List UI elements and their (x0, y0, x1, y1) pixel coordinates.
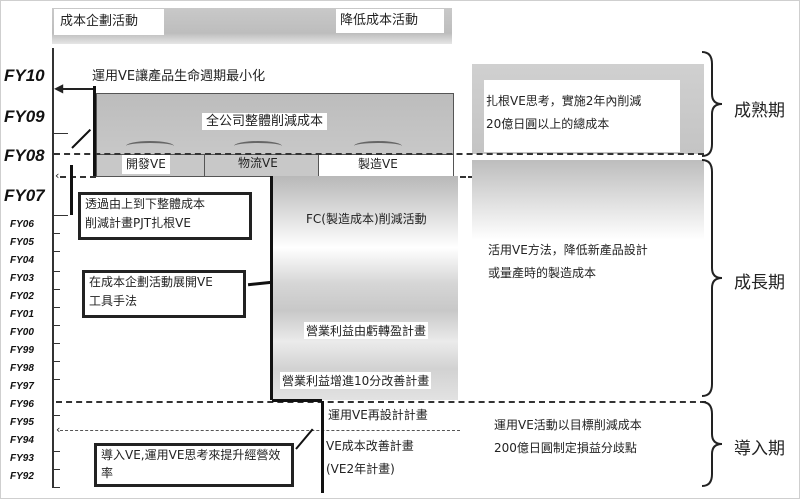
phase-intro-label: 導入期 (734, 439, 785, 459)
growth-note-line-1: 活用VE方法，降低新產品設計 (488, 243, 648, 257)
axis-tick (54, 487, 60, 488)
intro-ve-line-1: 導入VE,運用VE思考來提升經營效 (101, 448, 281, 462)
right-growth-shade (472, 160, 704, 240)
sub-ve-divider (204, 154, 205, 176)
phase-growth-label: 成長期 (734, 273, 785, 293)
year-label-fy92: FY92 (10, 471, 34, 482)
axis-tick (54, 233, 60, 234)
sub-ve-manufacturing: 製造VE (358, 157, 398, 171)
year-label-fy10: FY10 (4, 66, 45, 85)
intro-note-line-1: 運用VE活動以目標削減成本 (494, 418, 642, 432)
arc-manufacturing (354, 141, 402, 151)
year-label-fy02: FY02 (10, 291, 34, 302)
arrow-left-icon: ‹ (56, 423, 61, 436)
year-label-fy98: FY98 (10, 363, 34, 374)
axis-tick (54, 469, 60, 470)
mature-note-box (484, 80, 680, 152)
cost-planning-box: 在成本企劃活動展開VE 工具手法 (82, 270, 246, 318)
year-label-fy05: FY05 (10, 237, 34, 248)
year-label-fy01: FY01 (10, 309, 34, 320)
axis-tick (54, 215, 68, 216)
year-label-fy03: FY03 (10, 273, 34, 284)
connector-vertical-mid (70, 165, 73, 215)
year-label-fy93: FY93 (10, 453, 34, 464)
growth-brace-icon (701, 159, 723, 397)
fy07-right-line (452, 176, 474, 178)
year-label-fy00: FY00 (10, 327, 34, 338)
header-cost-planning-label: 成本企劃活動 (54, 9, 164, 35)
year-label-fy95: FY95 (10, 417, 34, 428)
sub-ve-development: 開發VE (122, 155, 170, 174)
intro-vertical-line (321, 401, 324, 493)
y-axis-line (52, 48, 54, 488)
company-wide-reduction-label: 全公司整體削減成本 (202, 113, 328, 130)
arc-logistics (234, 141, 282, 151)
arrow-left-icon: ◀ (54, 81, 64, 95)
header-cost-reduction-label: 降低成本活動 (336, 9, 444, 33)
intro-ve-line-2: 率 (101, 466, 114, 480)
axis-tick (54, 307, 60, 308)
year-label-fy09: FY09 (4, 107, 45, 126)
axis-tick (54, 251, 60, 252)
arc-dev (126, 141, 174, 151)
arrow-fy10-line (60, 88, 94, 90)
intro-step-line (272, 399, 322, 402)
fy96-boundary-line (56, 401, 706, 403)
mature-note-line-2: 20億日圓以上的總成本 (486, 117, 610, 131)
growth-note-line-2: 或量產時的製造成本 (488, 266, 597, 280)
fy95-arrow-line (60, 430, 460, 431)
note-minimize-lifecycle: 運用VE讓產品生命週期最小化 (92, 69, 266, 84)
axis-tick (54, 289, 60, 290)
year-label-fy06: FY06 (10, 219, 34, 230)
year-label-fy97: FY97 (10, 381, 34, 392)
growth-left-line (270, 176, 273, 400)
year-label-fy99: FY99 (10, 345, 34, 356)
axis-tick (54, 451, 60, 452)
profit-turnaround-label: 營業利益由虧轉盈計畫 (304, 322, 429, 339)
year-label-fy07: FY07 (4, 186, 45, 205)
profit-10-improvement-label: 營業利益增進10分改善計畫 (280, 372, 432, 389)
arrow-left-icon: ‹ (55, 169, 60, 182)
cost-planning-line-1: 在成本企劃活動展開VE (89, 275, 213, 289)
fy07-arrow-line (60, 176, 96, 178)
ve-two-year-label: (VE2年計畫) (326, 462, 395, 476)
connector-vertical-top (93, 86, 96, 176)
intro-ve-box: 導入VE,運用VE思考來提升經營效 率 (94, 443, 294, 487)
intro-note-line-2: 200億日圓制定損益分歧點 (494, 441, 637, 455)
axis-tick (54, 271, 60, 272)
ve-redesign-label: 運用VE再設計計畫 (328, 408, 428, 422)
topdown-plan-line-1: 透過由上到下整體成本 (85, 197, 206, 211)
sub-ve-logistics: 物流VE (238, 156, 278, 170)
mature-note-line-1: 扎根VE思考，實施2年內削減 (486, 94, 642, 108)
intro-brace-icon (701, 401, 723, 487)
axis-tick (54, 325, 60, 326)
topdown-plan-box: 透過由上到下整體成本 削減計畫PJT扎根VE (78, 192, 252, 240)
axis-tick (54, 343, 60, 344)
topdown-plan-line-2: 削減計畫PJT扎根VE (85, 216, 191, 230)
axis-tick (54, 415, 60, 416)
axis-tick (54, 133, 68, 134)
fy08-boundary-line (54, 153, 704, 155)
year-label-fy04: FY04 (10, 255, 34, 266)
year-label-fy96: FY96 (10, 399, 34, 410)
year-label-fy08: FY08 (4, 146, 45, 165)
ve-cost-improve-label: VE成本改善計畫 (326, 439, 414, 453)
growth-shade (272, 176, 458, 400)
fc-reduction-label: FC(製造成本)削減活動 (306, 212, 427, 226)
phase-mature-label: 成熟期 (734, 101, 785, 121)
cost-planning-line-2: 工具手法 (89, 294, 138, 308)
axis-tick (54, 379, 60, 380)
axis-tick (54, 361, 60, 362)
year-label-fy94: FY94 (10, 435, 34, 446)
mature-brace-icon (701, 51, 723, 157)
